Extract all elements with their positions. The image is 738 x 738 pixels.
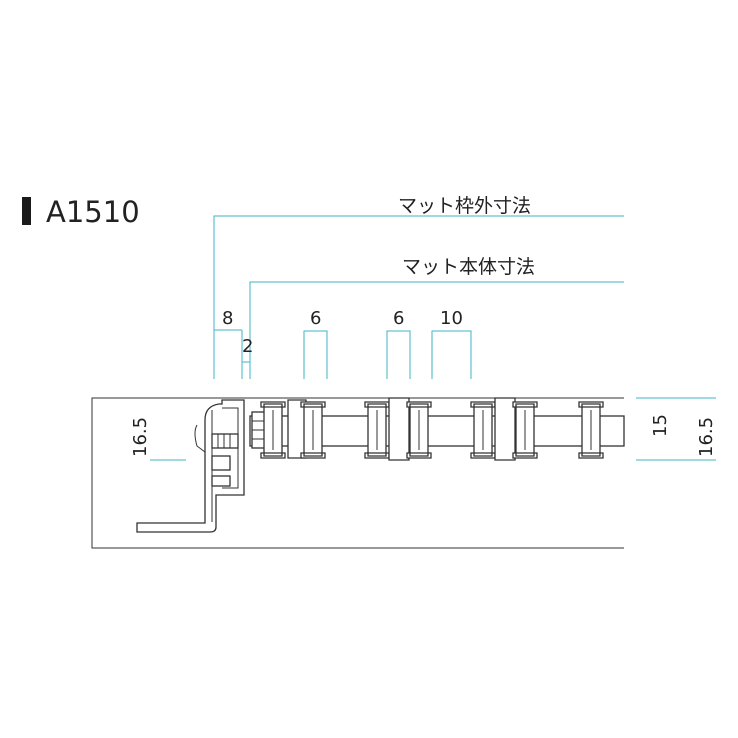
body-dimension-line bbox=[249, 281, 624, 379]
title-marker bbox=[22, 197, 31, 225]
pitch-c-label: 10 bbox=[440, 308, 463, 329]
frame-width-label: 8 bbox=[222, 308, 233, 329]
pitch-a-label: 6 bbox=[310, 308, 321, 329]
pitch-a-bracket bbox=[303, 330, 328, 379]
tread-profile bbox=[260, 399, 326, 459]
floor-pit-outline bbox=[91, 397, 624, 549]
outer-dimension-label: マット枠外寸法 bbox=[398, 195, 531, 217]
total-height-label: 16.5 bbox=[696, 417, 717, 457]
tread-profile bbox=[470, 397, 538, 461]
pitch-b-bracket bbox=[386, 330, 411, 379]
tread-profile bbox=[364, 397, 432, 461]
profile-web-lines bbox=[272, 410, 592, 450]
frame-profile bbox=[136, 399, 245, 533]
frame-width-bracket bbox=[214, 329, 243, 379]
model-name: A1510 bbox=[46, 195, 140, 229]
mat-height-label: 15 bbox=[650, 414, 671, 437]
pitch-c-bracket bbox=[431, 330, 472, 379]
gap-label: 2 bbox=[242, 336, 253, 357]
pitch-b-label: 6 bbox=[393, 308, 404, 329]
mat-height-bracket bbox=[636, 397, 672, 461]
frame-height-label: 16.5 bbox=[130, 417, 151, 457]
outer-dimension-line bbox=[213, 215, 624, 379]
body-dimension-label: マット本体寸法 bbox=[402, 256, 535, 278]
frame-height-bracket bbox=[150, 397, 186, 461]
total-height-bracket bbox=[672, 397, 716, 461]
